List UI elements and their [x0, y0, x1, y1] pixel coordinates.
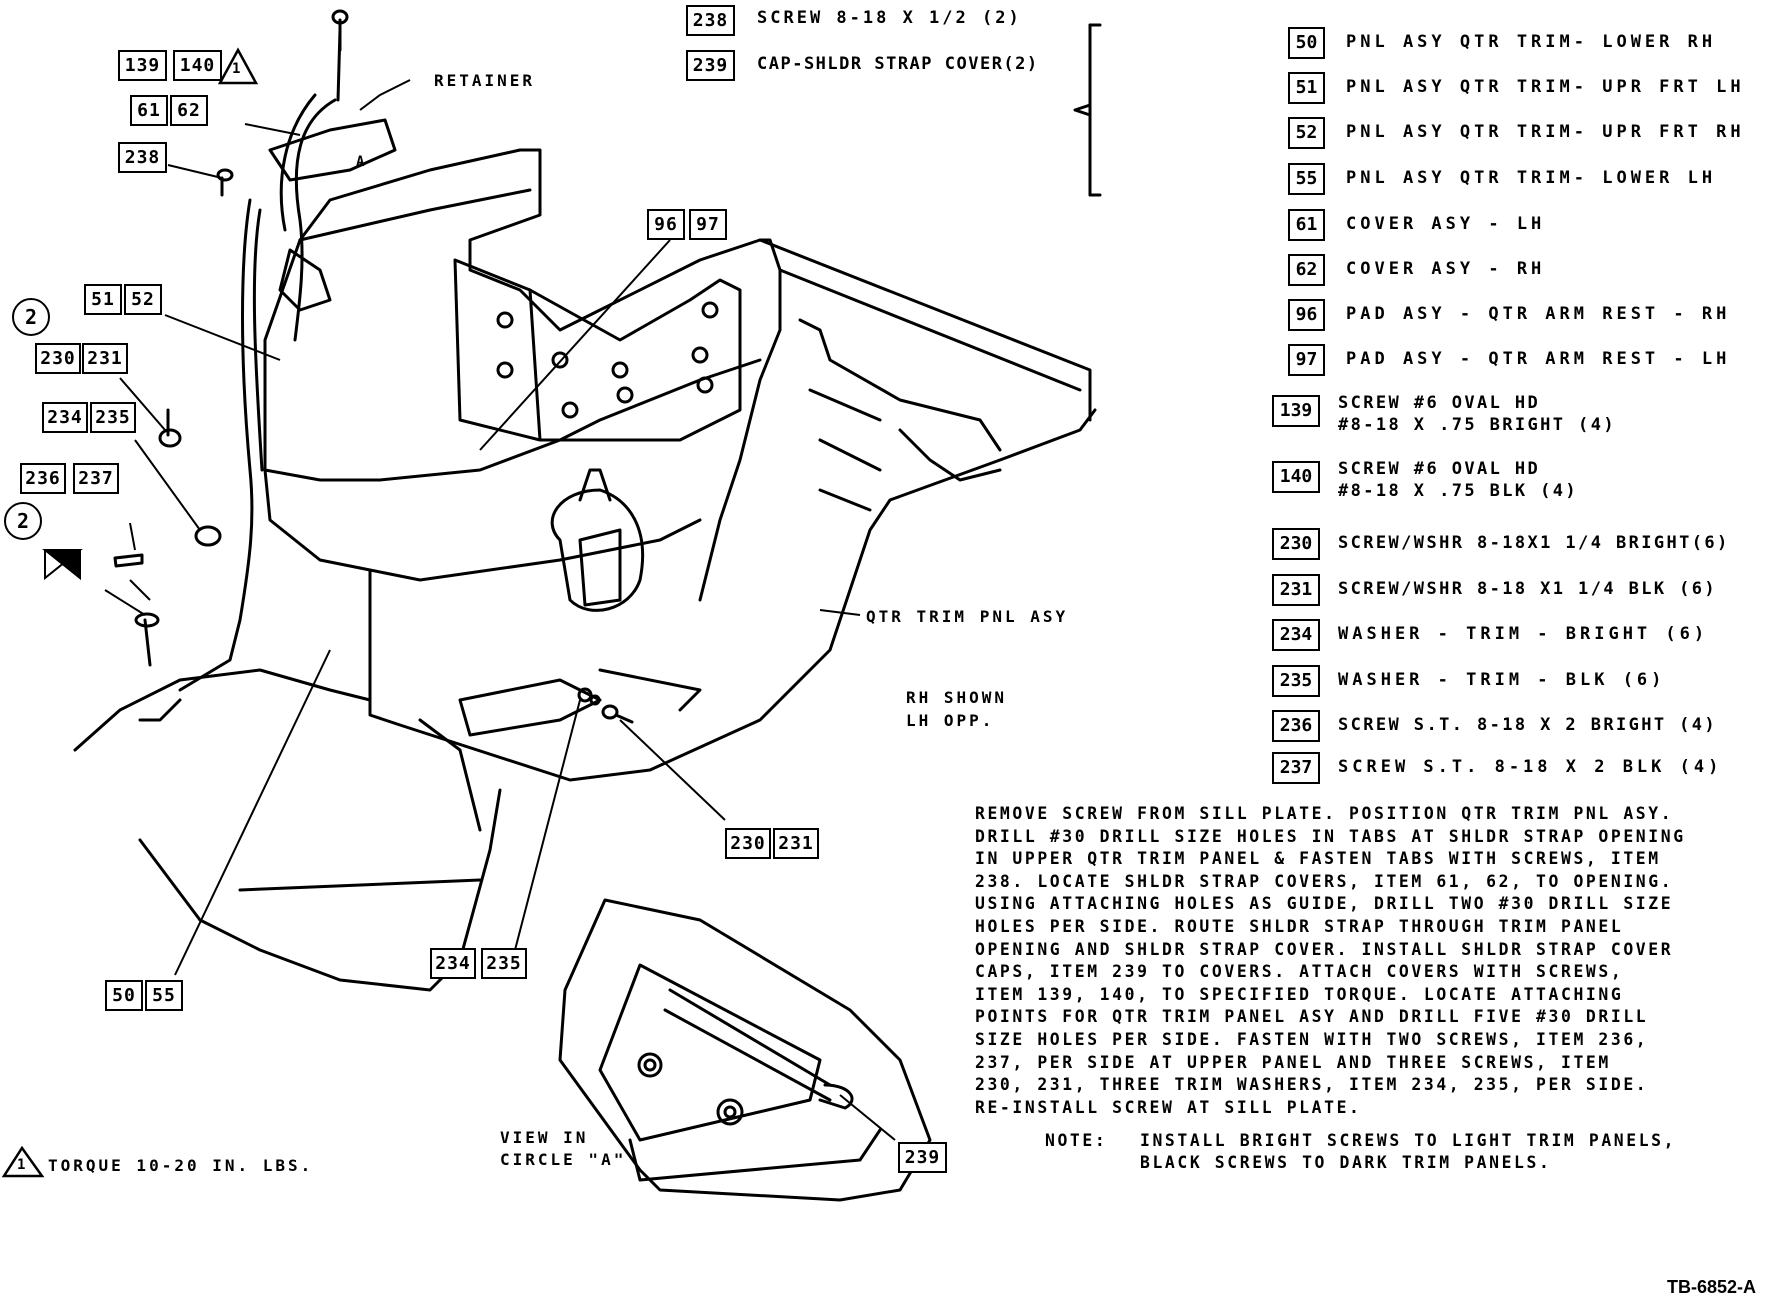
item-239-desc: CAP-SHLDR STRAP COVER(2): [757, 54, 1039, 74]
retainer-label: RETAINER: [434, 71, 536, 90]
installation-instructions: REMOVE SCREW FROM SILL PLATE. POSITION Q…: [975, 804, 1686, 1117]
part-description-236: SCREW S.T. 8-18 X 2 BRIGHT (4): [1338, 715, 1718, 735]
callout-50: 50: [105, 980, 143, 1011]
part-description-62: COVER ASY - RH: [1346, 259, 1546, 279]
callout-96: 96: [647, 209, 685, 240]
item-239-box: 239: [686, 50, 735, 81]
callout-235: 235: [90, 402, 136, 433]
part-number-51: 51: [1288, 72, 1325, 104]
torque-note: TORQUE 10-20 IN. LBS.: [48, 1156, 314, 1175]
callout-238: 238: [118, 142, 167, 173]
tb-number: TB-6852-A: [1666, 1277, 1756, 1297]
view-in-label: VIEW IN: [500, 1128, 589, 1147]
rh-shown-label: RH SHOWN: [906, 688, 1008, 707]
callout-236: 236: [20, 463, 66, 494]
note-text: INSTALL BRIGHT SCREWS TO LIGHT TRIM PANE…: [1140, 1131, 1677, 1172]
part-number-61: 61: [1288, 209, 1325, 241]
part-number-50: 50: [1288, 27, 1325, 59]
callout-97: 97: [689, 209, 727, 240]
circle-a-caption: CIRCLE "A": [500, 1150, 627, 1169]
circle-marker-2-top: 2: [12, 298, 50, 336]
circle-a-label: A: [356, 154, 365, 170]
part-number-234: 234: [1272, 619, 1320, 651]
qtr-trim-label: QTR TRIM PNL ASY: [866, 607, 1069, 626]
part-description-231: SCREW/WSHR 8-18 X1 1/4 BLK (6): [1338, 579, 1718, 599]
part-description-235: WASHER - TRIM - BLK (6): [1338, 670, 1666, 690]
item-238-desc: SCREW 8-18 X 1/2 (2): [757, 8, 1022, 28]
part-description-97: PAD ASY - QTR ARM REST - LH: [1346, 349, 1731, 369]
part-number-139: 139: [1272, 395, 1320, 427]
part-number-231: 231: [1272, 574, 1320, 606]
circle-marker-2-bottom: 2: [4, 502, 42, 540]
callout-61: 61: [130, 95, 168, 126]
callout-234: 234: [42, 402, 88, 433]
part-number-55: 55: [1288, 163, 1325, 195]
part-description-52: PNL ASY QTR TRIM- UPR FRT RH: [1346, 122, 1745, 142]
item-238-box: 238: [686, 5, 735, 36]
part-description-55: PNL ASY QTR TRIM- LOWER LH: [1346, 168, 1717, 188]
part-description-50: PNL ASY QTR TRIM- LOWER RH: [1346, 32, 1717, 52]
part-number-140: 140: [1272, 461, 1320, 493]
callout-230-lower: 230: [725, 828, 771, 859]
part-number-96: 96: [1288, 299, 1325, 331]
part-number-235: 235: [1272, 665, 1320, 697]
callout-51: 51: [84, 284, 122, 315]
part-number-52: 52: [1288, 117, 1325, 149]
callout-55: 55: [145, 980, 183, 1011]
callout-140: 140: [173, 50, 222, 81]
warning-mark-top: 1: [232, 61, 241, 77]
part-description-237: SCREW S.T. 8-18 X 2 BLK (4): [1338, 757, 1723, 777]
part-number-237: 237: [1272, 752, 1320, 784]
callout-139: 139: [118, 50, 167, 81]
callout-235-lower: 235: [481, 948, 527, 979]
part-description-140: SCREW #6 OVAL HD #8-18 X .75 BLK (4): [1338, 459, 1579, 501]
callout-231-lower: 231: [773, 828, 819, 859]
callout-239: 239: [898, 1142, 947, 1173]
part-number-62: 62: [1288, 254, 1325, 286]
part-number-236: 236: [1272, 710, 1320, 742]
callout-237: 237: [73, 463, 119, 494]
part-description-96: PAD ASY - QTR ARM REST - RH: [1346, 304, 1731, 324]
part-description-51: PNL ASY QTR TRIM- UPR FRT LH: [1346, 77, 1745, 97]
callout-230: 230: [35, 343, 81, 374]
note-label: NOTE:: [1045, 1131, 1108, 1150]
callout-52: 52: [124, 284, 162, 315]
part-description-61: COVER ASY - LH: [1346, 214, 1546, 234]
part-number-97: 97: [1288, 344, 1325, 376]
part-description-139: SCREW #6 OVAL HD #8-18 X .75 BRIGHT (4): [1338, 393, 1616, 435]
part-number-230: 230: [1272, 528, 1320, 560]
callout-234-lower: 234: [430, 948, 476, 979]
lh-opp-label: LH OPP.: [906, 711, 995, 730]
part-description-234: WASHER - TRIM - BRIGHT (6): [1338, 624, 1709, 644]
callout-62: 62: [170, 95, 208, 126]
part-description-230: SCREW/WSHR 8-18X1 1/4 BRIGHT(6): [1338, 533, 1730, 553]
callout-231: 231: [82, 343, 128, 374]
warning-mark-bottom: 1: [17, 1157, 26, 1173]
